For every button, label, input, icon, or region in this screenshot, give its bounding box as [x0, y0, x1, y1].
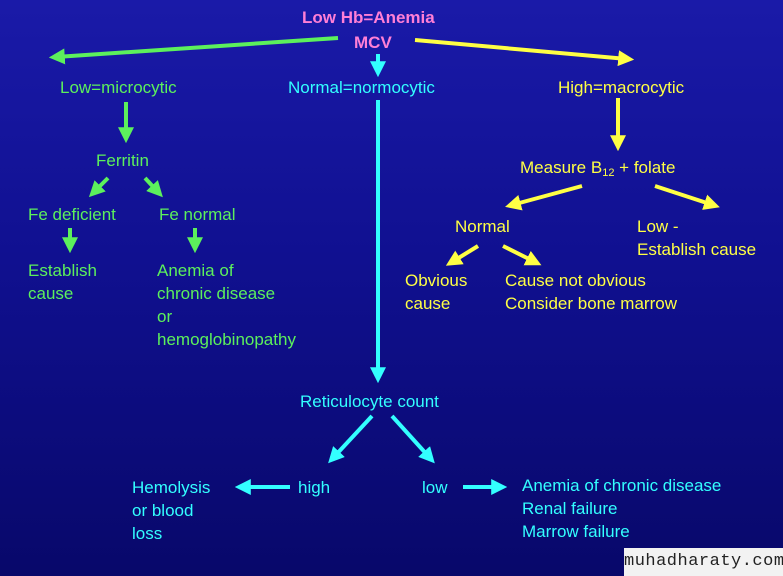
- reticulocyte-count: Reticulocyte count: [300, 392, 439, 411]
- fe-deficient: Fe deficient: [28, 205, 116, 224]
- low-cause-3: Marrow failure: [522, 522, 630, 541]
- chronic-line-4: hemoglobinopathy: [157, 330, 296, 349]
- arrow-to-b12-normal: [505, 184, 583, 211]
- arrow-to-b12-low: [654, 184, 720, 210]
- branch-microcytic: Low=microcytic: [60, 78, 177, 97]
- branch-normocytic: Normal=normocytic: [288, 78, 435, 97]
- not-obvious-line-2: Consider bone marrow: [505, 294, 677, 313]
- arrow-to-fe-normal: [143, 176, 163, 198]
- arrow-to-microcytic: [48, 36, 339, 65]
- retic-low: low: [422, 478, 448, 497]
- obvious-line-1: Obvious: [405, 271, 468, 290]
- arrow-to-retic-high: [328, 414, 374, 464]
- arrow-to-macrocytic: [414, 38, 635, 67]
- measure-prefix: Measure B: [520, 158, 603, 177]
- establish-cause: Establish cause: [28, 259, 97, 305]
- measure-suffix: + folate: [614, 158, 676, 177]
- chronic-line-3: or: [157, 307, 173, 326]
- hemolysis-line-2: or blood: [132, 501, 194, 520]
- arrow-to-obvious-cause: [445, 244, 480, 266]
- low-cause-1: Anemia of chronic disease: [522, 476, 722, 495]
- hemolysis-block: Hemolysis or blood loss: [132, 476, 210, 545]
- retic-high: high: [298, 478, 331, 497]
- b12-normal: Normal: [455, 217, 510, 236]
- title-mcv: MCV: [354, 33, 392, 52]
- low-causes-block: Anemia of chronic disease Renal failure …: [522, 474, 721, 543]
- hemolysis-line-1: Hemolysis: [132, 478, 211, 497]
- measure-b12-folate: Measure B12 + folate: [520, 156, 675, 179]
- title-low-hb: Low Hb=Anemia: [302, 8, 435, 27]
- establish-line-1: Establish: [28, 261, 97, 280]
- ferritin: Ferritin: [96, 151, 149, 170]
- arrow-to-retic-low: [390, 414, 435, 464]
- low-cause-2: Renal failure: [522, 499, 618, 518]
- b12-low-block: Low - Establish cause: [637, 215, 756, 261]
- arrow-to-cause-not-obvious: [502, 244, 542, 266]
- establish-line-2: cause: [28, 284, 74, 303]
- chronic-line-1: Anemia of: [157, 261, 234, 280]
- chronic-disease-block: Anemia of chronic disease or hemoglobino…: [157, 259, 296, 351]
- cause-not-obvious-block: Cause not obvious Consider bone marrow: [505, 269, 677, 315]
- obvious-line-2: cause: [405, 294, 451, 313]
- b12-low-line-1: Low -: [637, 217, 679, 236]
- obvious-cause-block: Obvious cause: [405, 269, 467, 315]
- watermark: muhadharaty.com: [624, 548, 783, 576]
- measure-sub: 12: [602, 167, 615, 179]
- chronic-line-2: chronic disease: [157, 284, 276, 303]
- fe-normal: Fe normal: [159, 205, 236, 224]
- hemolysis-line-3: loss: [132, 524, 163, 543]
- arrow-to-fe-deficient: [88, 176, 110, 198]
- not-obvious-line-1: Cause not obvious: [505, 271, 646, 290]
- branch-macrocytic: High=macrocytic: [558, 78, 685, 97]
- b12-low-line-2: Establish cause: [637, 240, 757, 259]
